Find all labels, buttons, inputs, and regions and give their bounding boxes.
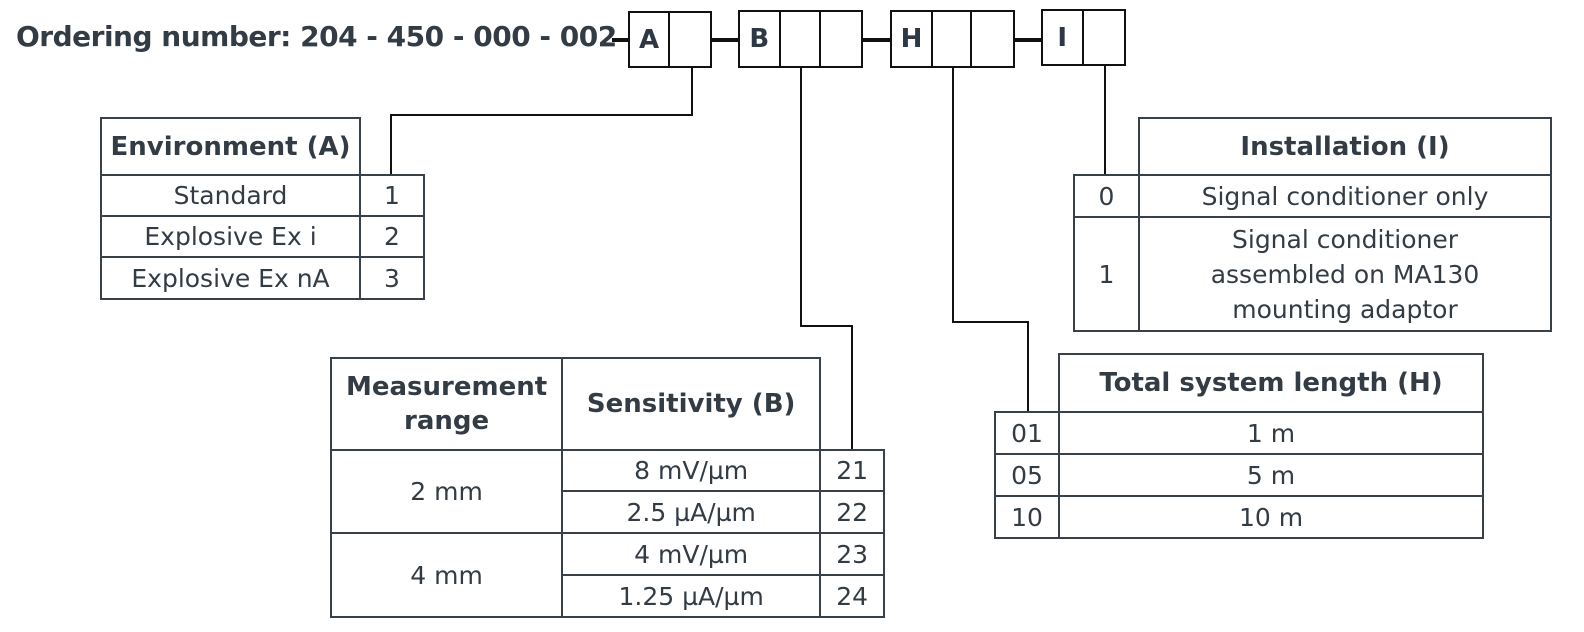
code-slot	[821, 12, 861, 66]
code-letter-i: I	[1043, 11, 1084, 64]
sensitivity-code: 24	[819, 574, 886, 618]
connector-dash	[862, 38, 892, 42]
code-slot	[781, 12, 822, 66]
sensitivity-code: 21	[819, 449, 886, 492]
code-letter-b: B	[740, 12, 781, 66]
installation-label: Signal conditioner assembled on MA130 mo…	[1138, 216, 1552, 332]
sensitivity-header: Sensitivity (B)	[561, 357, 822, 451]
table-row: 01 1 m	[994, 411, 1484, 455]
leader-line-b	[800, 66, 802, 327]
table-row: 2.5 µA/µm 22	[331, 490, 886, 534]
leader-line-b	[851, 325, 853, 450]
length-code: 01	[994, 411, 1060, 455]
environment-code: 2	[359, 215, 425, 258]
leader-line-h	[952, 321, 1028, 323]
sensitivity-code: 22	[819, 490, 886, 534]
sensitivity-table: Measurement range Sensitivity (B) 2 mm 8…	[329, 357, 886, 618]
installation-table: Installation (I) 0 Signal conditioner on…	[1073, 117, 1552, 332]
length-code: 05	[994, 453, 1060, 497]
environment-code: 3	[359, 256, 425, 300]
measurement-range-header: Measurement range	[329, 357, 564, 451]
length-label: 1 m	[1058, 411, 1484, 455]
code-letter-a: A	[630, 13, 671, 66]
length-label: 5 m	[1058, 453, 1484, 497]
connector-dash	[710, 38, 740, 42]
table-row: 2 mm 8 mV/µm 21	[329, 449, 886, 534]
environment-label: Explosive Ex nA	[100, 256, 361, 300]
environment-table: Environment (A) Standard 1 Explosive Ex …	[100, 117, 425, 300]
leader-line-a	[390, 114, 392, 174]
sensitivity-value: 8 mV/µm	[561, 449, 822, 492]
installation-header: Installation (I)	[1138, 117, 1552, 176]
leader-line-b	[800, 325, 852, 327]
leader-line-a	[691, 66, 693, 116]
code-slot	[972, 12, 1013, 66]
code-group-h: H	[890, 10, 1015, 68]
code-slot	[670, 13, 710, 66]
table-row: 0 Signal conditioner only	[1073, 174, 1552, 218]
leader-line-h	[1027, 321, 1029, 411]
length-header: Total system length (H)	[1058, 353, 1484, 413]
table-row: 1 Signal conditioner assembled on MA130 …	[1073, 216, 1552, 332]
leader-line-a	[390, 114, 693, 116]
connector-dash	[1013, 38, 1043, 42]
environment-label: Standard	[100, 174, 361, 217]
table-row: Standard 1	[100, 174, 425, 217]
sensitivity-value: 2.5 µA/µm	[561, 490, 822, 534]
table-row: 4 mm 4 mV/µm 23	[329, 532, 886, 618]
environment-code: 1	[359, 174, 425, 217]
environment-label: Explosive Ex i	[100, 215, 361, 258]
installation-label: Signal conditioner only	[1138, 174, 1552, 218]
environment-header: Environment (A)	[100, 117, 361, 176]
sensitivity-value: 1.25 µA/µm	[561, 574, 822, 618]
table-row: 10 10 m	[994, 495, 1484, 539]
leader-line-i	[1104, 64, 1106, 174]
code-group-i: I	[1041, 9, 1126, 66]
table-row: Explosive Ex i 2	[100, 215, 425, 258]
installation-code: 0	[1073, 174, 1140, 218]
length-label: 10 m	[1058, 495, 1484, 539]
installation-code: 1	[1073, 216, 1140, 332]
code-slot	[933, 12, 973, 66]
length-table: Total system length (H) 01 1 m 05 5 m 10…	[994, 353, 1484, 539]
code-group-a: A	[628, 11, 712, 68]
leader-line-h	[952, 66, 954, 323]
sensitivity-code: 23	[819, 532, 886, 576]
code-slot	[1084, 11, 1124, 64]
code-letter-h: H	[892, 12, 933, 66]
range-value: 2 mm	[329, 449, 564, 534]
connector-dash	[612, 38, 630, 42]
table-row: 1.25 µA/µm 24	[331, 574, 886, 618]
table-row: 05 5 m	[994, 453, 1484, 497]
sensitivity-value: 4 mV/µm	[561, 532, 822, 576]
ordering-number-label: Ordering number: 204 - 450 - 000 - 002	[16, 20, 617, 53]
range-value: 4 mm	[329, 532, 564, 618]
table-row: Explosive Ex nA 3	[100, 256, 425, 300]
code-group-b: B	[738, 10, 863, 68]
length-code: 10	[994, 495, 1060, 539]
